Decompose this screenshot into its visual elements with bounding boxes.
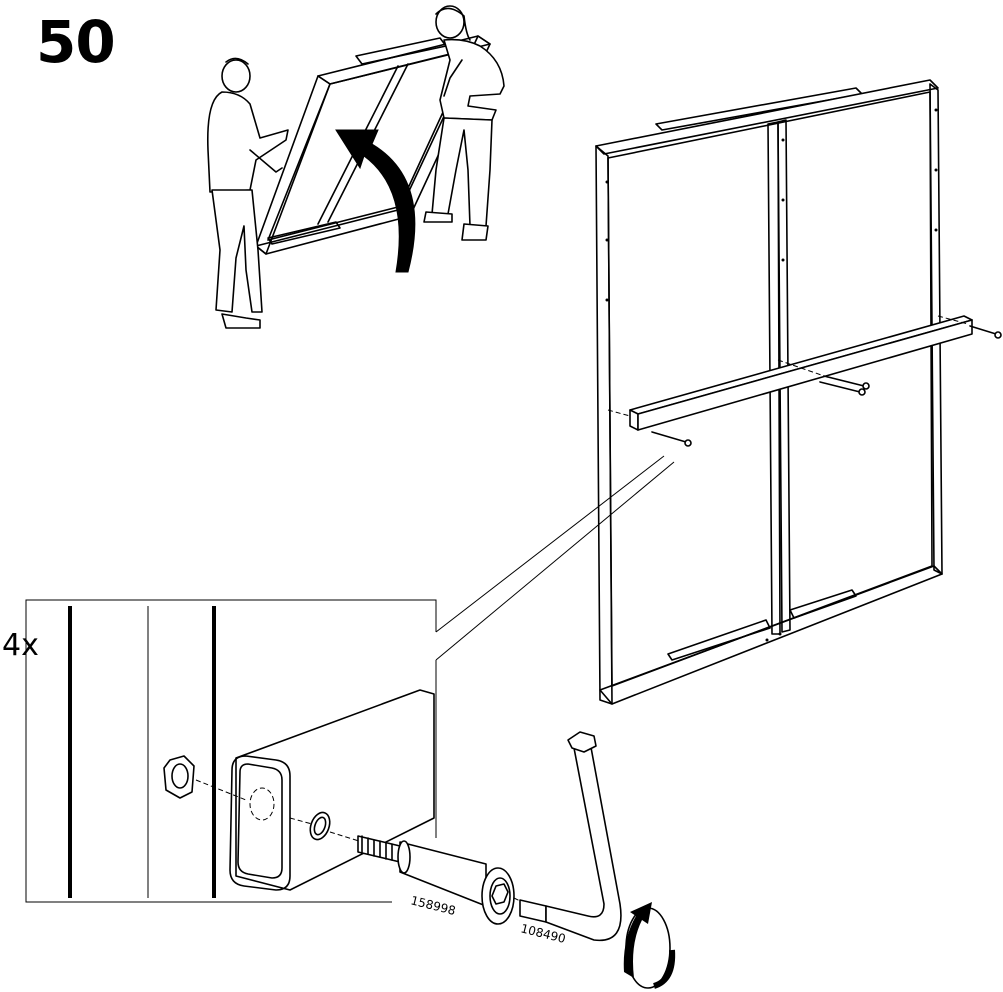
callout-line: [435, 461, 675, 661]
detail-callout: [25, 599, 437, 903]
step-number: 50: [36, 8, 116, 76]
connector-bolt: [357, 835, 515, 925]
clockwise-turn-icon: [623, 902, 676, 989]
frame-bolt: [819, 375, 870, 396]
upright-frame: [595, 79, 1002, 705]
allen-key: [513, 731, 622, 942]
quantity-label: 4x: [2, 628, 39, 663]
people-lifting-illustration: [206, 5, 505, 329]
callout-line: [435, 455, 665, 633]
person-right: [423, 5, 505, 241]
frame-bolt: [651, 431, 692, 447]
person-left: [206, 57, 289, 329]
hex-nut-icon: [163, 755, 195, 799]
part-code-bolt: 158998: [409, 893, 457, 918]
rotate-arrow-icon: [335, 129, 416, 273]
frame-bolt: [969, 325, 1002, 339]
